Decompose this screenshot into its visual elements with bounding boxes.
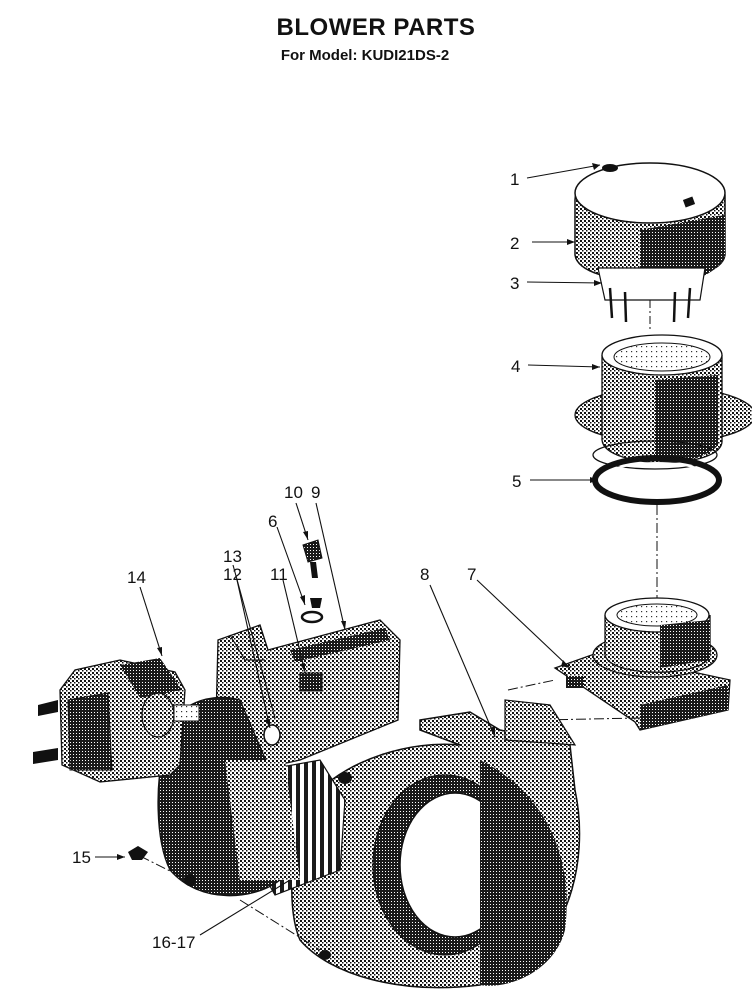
- leader-lines: [95, 164, 603, 936]
- axis-line-wheel: [239, 899, 321, 951]
- callout-2: 2: [510, 234, 519, 253]
- callout-3: 3: [510, 274, 519, 293]
- callout-6: 6: [268, 512, 277, 531]
- page-title: BLOWER PARTS: [276, 14, 476, 41]
- blower-housing-drawing: [291, 699, 581, 989]
- motor-drawing: [33, 658, 200, 783]
- cap-drawing: [574, 162, 726, 287]
- axis-line-base-lower: [539, 717, 641, 721]
- axis-line-base: [507, 679, 556, 691]
- callout-15: 15: [72, 848, 91, 867]
- clip-drawing: [128, 846, 189, 881]
- callout-12: 12: [223, 565, 242, 584]
- callout-1: 1: [510, 170, 519, 189]
- base-plate-drawing: [553, 597, 731, 731]
- callout-9: 9: [311, 483, 320, 502]
- model-subtitle: For Model: KUDI21DS-2: [280, 47, 450, 64]
- cap-ring-drawing: [597, 267, 706, 330]
- motor-bracket-drawing: [157, 539, 401, 897]
- callout-5: 5: [512, 472, 521, 491]
- callout-7: 7: [467, 565, 476, 584]
- callout-14: 14: [127, 568, 146, 587]
- collar-drawing: [574, 334, 752, 470]
- callout-10: 10: [284, 483, 303, 502]
- callout-8: 8: [420, 565, 429, 584]
- callout-11: 11: [270, 565, 288, 584]
- leader-arrowheads: [117, 163, 602, 860]
- callout-4: 4: [511, 357, 520, 376]
- callout-16-17: 16-17: [152, 933, 195, 952]
- gasket-ring-drawing: [592, 455, 722, 600]
- callout-13: 13: [223, 547, 242, 566]
